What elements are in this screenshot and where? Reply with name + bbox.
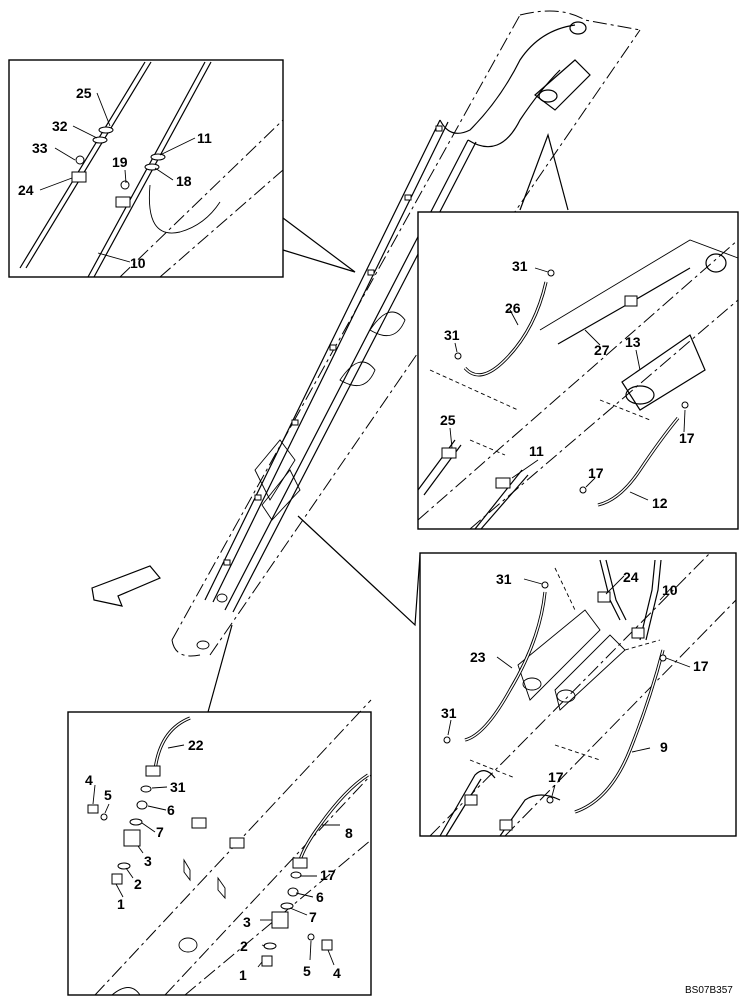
label-11: 11	[529, 443, 544, 459]
label-7a: 7	[156, 824, 164, 840]
label-2b: 2	[240, 938, 248, 954]
label-27: 27	[594, 342, 610, 358]
label-13: 13	[625, 334, 641, 350]
label-12: 12	[652, 495, 668, 511]
detail-panel-right-top: 31 26 27 31 13 25 17 11 17 12	[417, 211, 739, 530]
detail-panel-right-bottom: 31 24 10 23 17 31 9 17	[419, 552, 737, 837]
label-3a: 3	[144, 853, 152, 869]
label-7b: 7	[309, 909, 317, 925]
label-19: 19	[112, 154, 128, 170]
label-31b: 31	[444, 327, 460, 343]
detail-panel-top-left: 25 32 11 33 19 18 24 10	[8, 59, 284, 278]
drawing-code: BS07B357	[685, 985, 733, 996]
label-24: 24	[623, 569, 639, 585]
label-6a: 6	[167, 802, 175, 818]
label-17b: 17	[588, 465, 604, 481]
label-17a: 17	[693, 658, 709, 674]
label-17a: 17	[679, 430, 695, 446]
label-4a: 4	[85, 772, 93, 788]
label-5a: 5	[104, 787, 112, 803]
label-22: 22	[188, 737, 204, 753]
label-3b: 3	[243, 914, 251, 930]
label-6b: 6	[316, 889, 324, 905]
label-4b: 4	[333, 965, 341, 981]
label-11: 11	[197, 130, 212, 146]
label-24: 24	[18, 182, 34, 198]
label-26: 26	[505, 300, 521, 316]
label-25: 25	[440, 412, 456, 428]
label-1b: 1	[239, 967, 247, 983]
label-31: 31	[170, 779, 186, 795]
label-10: 10	[130, 255, 146, 271]
detail-panel-bottom: 22 4 31 5 6 7 3 2 1 8 17 6 7 3 2 1 5 4	[67, 699, 372, 996]
label-17b: 17	[548, 769, 564, 785]
label-2a: 2	[134, 876, 142, 892]
label-31b: 31	[441, 705, 457, 721]
label-9: 9	[660, 739, 668, 755]
label-31a: 31	[512, 258, 528, 274]
label-17: 17	[320, 867, 336, 883]
label-10: 10	[662, 582, 678, 598]
label-23: 23	[470, 649, 486, 665]
label-32: 32	[52, 118, 68, 134]
label-33: 33	[32, 140, 48, 156]
label-18: 18	[176, 173, 192, 189]
label-31a: 31	[496, 571, 512, 587]
pipe-clamps	[223, 125, 443, 566]
label-25: 25	[76, 85, 92, 101]
label-5b: 5	[303, 963, 311, 979]
direction-arrow	[91, 565, 161, 607]
label-1a: 1	[117, 896, 125, 912]
label-8: 8	[345, 825, 353, 841]
